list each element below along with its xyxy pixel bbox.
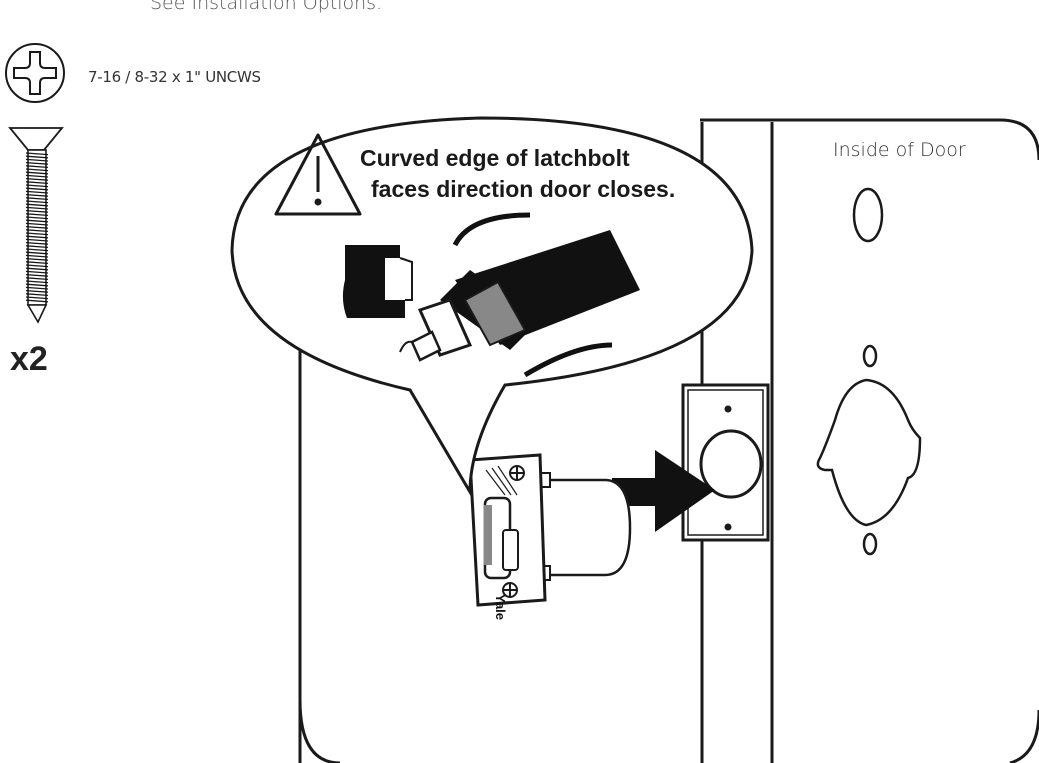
- screw-thread: [25, 289, 49, 293]
- upper-screw-hole: [862, 344, 878, 368]
- screw-thread: [25, 190, 49, 194]
- screw-thread: [25, 193, 49, 197]
- latch-closeup: [342, 212, 640, 378]
- insert-arrow-icon: [612, 450, 715, 532]
- screw-thread: [25, 184, 49, 188]
- screw-thread: [25, 261, 49, 265]
- screw-thread: [25, 286, 49, 290]
- warning-line-2: faces direction door closes.: [371, 176, 676, 202]
- latch-brand-mark: Yale: [493, 594, 508, 621]
- screw-thread: [25, 225, 49, 229]
- screw-thread: [25, 171, 49, 175]
- warning-triangle-icon: [274, 133, 362, 216]
- screw-thread: [25, 264, 49, 268]
- screw-thread: [25, 152, 49, 156]
- screw-thread: [25, 209, 49, 213]
- screw-thread: [25, 245, 49, 249]
- latch-assembly: [468, 453, 632, 607]
- screw-thread: [25, 270, 49, 274]
- screw-thread: [25, 165, 49, 169]
- screw-thread: [25, 283, 49, 287]
- inside-of-door-label: Inside of Door: [833, 139, 966, 161]
- screw-thread: [25, 273, 49, 277]
- screw-thread: [25, 241, 49, 245]
- installation-options-note: See Installation Options.: [150, 0, 383, 14]
- screw-thread: [25, 257, 49, 261]
- screw-thread: [25, 219, 49, 223]
- screw-thread: [25, 238, 49, 242]
- screw-thread: [25, 187, 49, 191]
- screw-thread: [25, 216, 49, 220]
- latch-faceplate-mortise: [681, 383, 770, 542]
- screw-thread: [25, 280, 49, 284]
- screw-thread: [25, 293, 49, 297]
- screw-thread: [25, 155, 49, 159]
- lower-screw-hole: [862, 532, 878, 556]
- screw-thread: [25, 254, 49, 258]
- screw-thread: [25, 235, 49, 239]
- screw-thread: [25, 277, 49, 281]
- screw-thread: [25, 158, 49, 162]
- door-holes: [816, 187, 922, 556]
- screw-thread: [25, 229, 49, 233]
- screw-thread: [25, 296, 49, 300]
- screw-thread: [25, 251, 49, 255]
- screw-thread: [25, 206, 49, 210]
- screw-thread: [25, 168, 49, 172]
- screw-thread: [25, 197, 49, 201]
- faceplate-screw-bottom: [502, 582, 518, 598]
- screw-quantity: x2: [10, 340, 48, 378]
- faceplate-screw-top: [509, 465, 525, 481]
- screw-thread: [25, 267, 49, 271]
- flat-head-screw-icon: [8, 127, 64, 324]
- screw-thread: [25, 174, 49, 178]
- screw-thread: [25, 177, 49, 181]
- screw-thread: [25, 232, 49, 236]
- screw-thread: [25, 161, 49, 165]
- bore-hole: [816, 378, 922, 527]
- top-hole: [852, 187, 884, 243]
- screw-thread: [25, 222, 49, 226]
- screw-thread: [25, 213, 49, 217]
- screw-spec-label: 7-16 / 8-32 x 1" UNCWS: [88, 68, 261, 86]
- warning-line-1: Curved edge of latchbolt: [360, 145, 630, 171]
- screw-thread: [25, 248, 49, 252]
- phillips-head-icon: [5, 43, 65, 103]
- screw-thread: [25, 299, 49, 303]
- screw-thread: [25, 203, 49, 207]
- screw-thread: [25, 200, 49, 204]
- screw-thread: [25, 181, 49, 185]
